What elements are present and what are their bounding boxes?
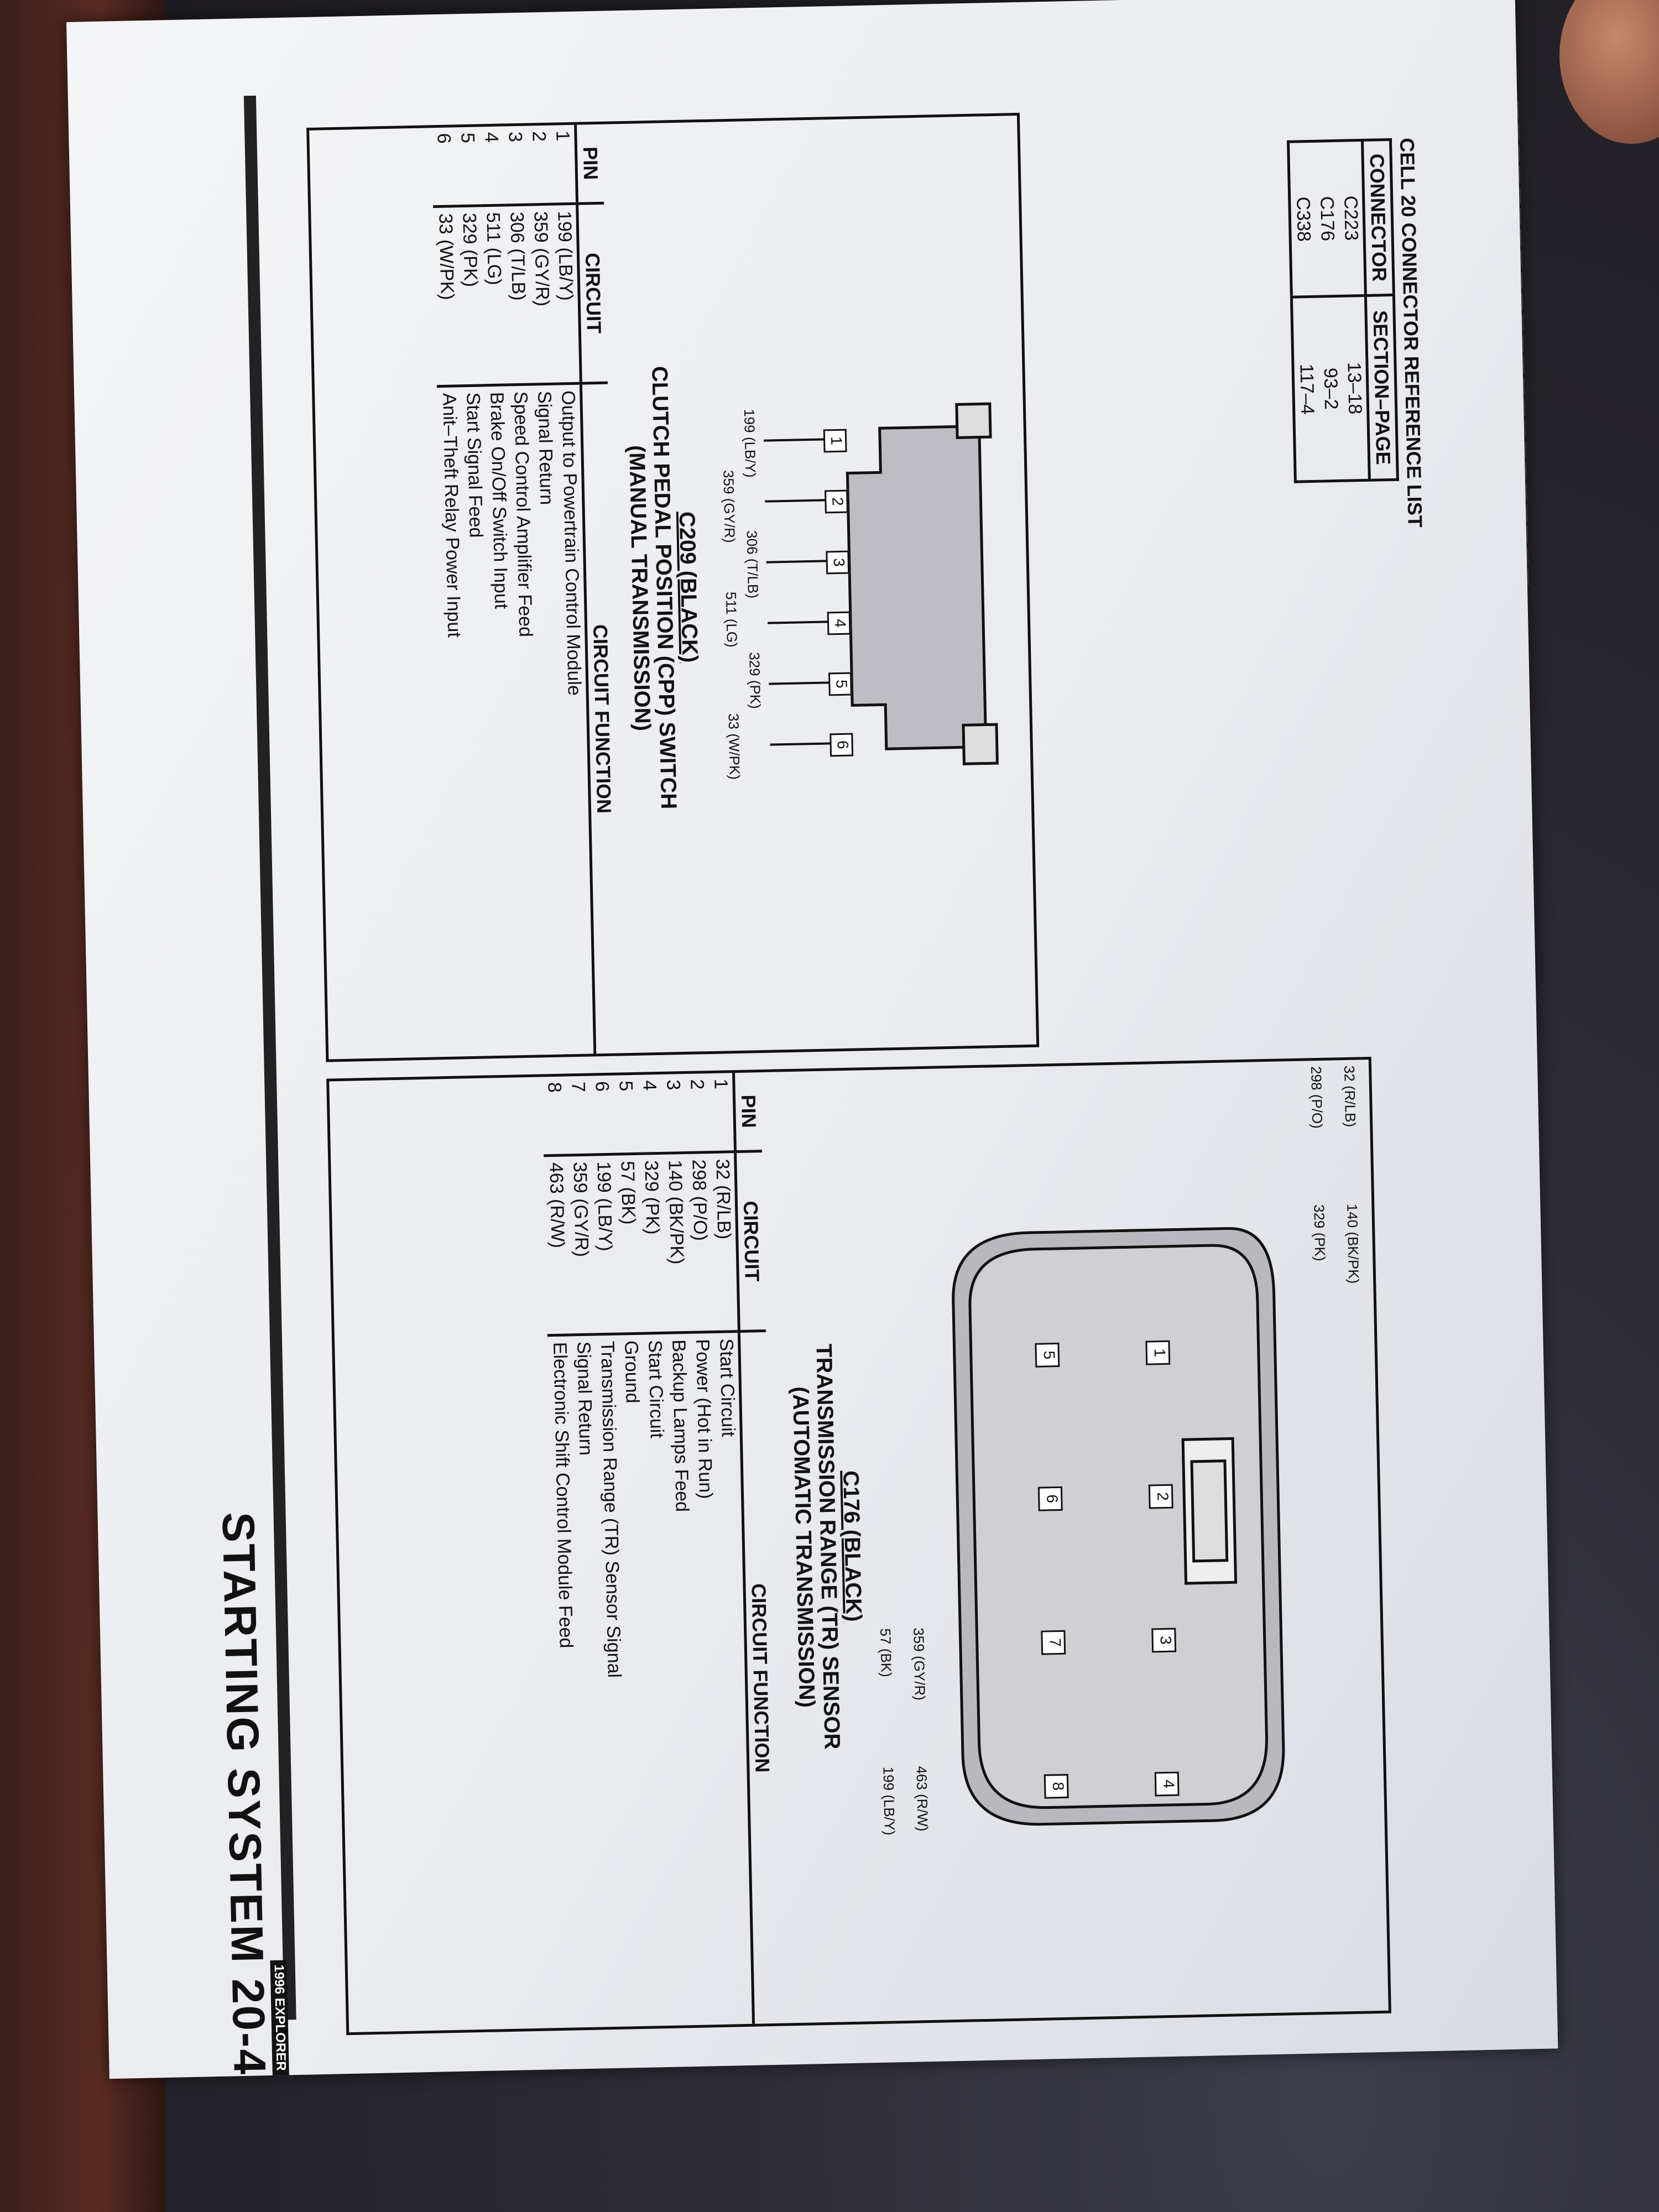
c176-pin-6: 6 [1037,1486,1063,1511]
c176-title: C176 (BLACK) TRANSMISSION RANGE (TR) SEN… [781,1071,874,2023]
c176-wire-label: 199 (LB/Y) [880,1766,898,1836]
c176-wire-label: 329 (PK) [1311,1204,1329,1261]
pin-cell: 1 [550,124,577,205]
header-circuit: CIRCUIT [735,1151,766,1332]
c209-panel: 1 2 3 4 5 6 199 (LB/Y) 359 (GY/R) 306 (T… [306,112,1040,1062]
c209-connector-diagram [846,402,999,765]
vehicle-badge: 1996 EXPLORER [270,1960,289,2076]
circuit-cell: 298 (P/O) [686,1152,714,1333]
c209-wire-label: 511 (LG) [722,591,740,648]
circuit-cell: 329 (PK) [457,205,484,386]
c209-wire-label: 33 (W/PK) [725,713,743,780]
pin-cell: 3 [661,1074,687,1154]
pin-cell: 6 [431,127,457,207]
pin-cell: 5 [613,1074,639,1155]
circuit-cell: 140 (BK/PK) [662,1152,690,1333]
pin-cell: 6 [589,1075,615,1155]
c209-pin-6: 6 [830,733,854,757]
c176-pin-5: 5 [1035,1342,1060,1368]
connector-cell: C338 [1288,141,1317,298]
c209-wire-label: 329 (PK) [746,651,764,709]
circuit-cell: 199 (LB/Y) [552,204,581,384]
pin-cell: 7 [566,1076,592,1155]
pin-cell: 4 [479,126,505,206]
section-cell: 117–4 [1296,363,1318,415]
page-title: STARTING SYSTEM 20-4 [212,1511,275,2077]
pin-cell: 8 [542,1076,568,1156]
circuit-cell: 57 (BK) [615,1154,643,1334]
c176-pin-7: 7 [1041,1630,1066,1655]
c176-wire-label: 298 (P/O) [1308,1066,1326,1129]
c176-pin-3: 3 [1151,1627,1177,1653]
circuit-cell: 32 (R/LB) [710,1151,739,1332]
c209-pin-4: 4 [827,611,851,635]
c176-pin-8: 8 [1044,1773,1069,1799]
reference-table: CONNECTOR SECTION–PAGE C223 13–18 C176 93–… [1286,138,1399,483]
pin-cell: 2 [526,125,552,205]
header-pin: PIN [733,1072,763,1152]
c209-pin-5: 5 [828,672,852,696]
c209-wire-label: 306 (T/LB) [743,530,762,599]
c209-title: C209 (BLACK) CLUTCH PEDAL POSITION (CPP)… [618,122,710,1052]
c176-wire-label: 463 (R/W) [913,1765,931,1832]
c209-pin-1: 1 [823,429,847,453]
c176-pin-grid: 1 2 3 4 5 6 7 8 [1004,1340,1180,1841]
c176-pin-1: 1 [1145,1340,1171,1365]
c176-pin-2: 2 [1148,1484,1173,1509]
circuit-cell: 33 (W/PK) [433,206,461,387]
connector-cell: C176 [1313,140,1340,297]
c176-wire-label: 57 (BK) [877,1628,895,1678]
circuit-cell: 359 (GY/R) [528,204,556,385]
c176-wire-label: 32 (R/LB) [1341,1065,1359,1128]
c176-panel: 1 2 3 4 5 6 7 8 32 (R/LB) 140 (BK/PK) 29… [326,1056,1391,2036]
c176-wire-label: 140 (BK/PK) [1344,1203,1363,1284]
c209-pin-2: 2 [825,489,848,514]
manual-page: STARTING SYSTEM 20-4 1996 EXPLORER — — —… [66,0,1558,2079]
bleed-through-text: — — — — — — — — — — — — — — — — — — — — … [1510,102,1538,586]
circuit-cell: 359 (GY/R) [567,1155,595,1335]
header-connector: CONNECTOR [1362,139,1394,296]
pin-cell: 3 [503,126,529,205]
circuit-cell: 306 (T/LB) [504,205,532,385]
section-cell: 13–18 [1343,362,1366,415]
pin-cell: 4 [637,1074,663,1154]
pin-cell: 1 [708,1073,735,1152]
header-circuit: CIRCUIT [577,203,608,384]
c176-connector-diagram [952,1227,1285,1826]
header-pin: PIN [575,124,604,204]
c209-wire-label: 359 (GY/R) [720,469,738,543]
circuit-cell: 199 (LB/Y) [591,1154,619,1335]
pin-cell: 5 [455,127,481,206]
circuit-cell: 329 (PK) [639,1153,666,1334]
c209-wire-label: 199 (LB/Y) [740,408,759,478]
c209-wire-leads [764,438,831,746]
c209-pin-3: 3 [826,550,850,575]
c176-wire-label: 359 (GY/R) [910,1627,928,1701]
circuit-cell: 463 (R/W) [544,1155,571,1335]
connector-cell: C223 [1337,140,1366,296]
header-section-page: SECTION–PAGE [1369,310,1395,465]
section-cell: 93–2 [1319,367,1342,410]
reference-list: CELL 20 CONNECTOR REFERENCE LIST CONNECT… [1286,137,1427,539]
c176-pin-4: 4 [1154,1771,1180,1797]
pin-cell: 2 [685,1073,711,1153]
page-content: STARTING SYSTEM 20-4 1996 EXPLORER — — —… [178,35,1602,2077]
reference-list-title: CELL 20 CONNECTOR REFERENCE LIST [1395,137,1427,528]
circuit-cell: 511 (LG) [481,205,508,385]
